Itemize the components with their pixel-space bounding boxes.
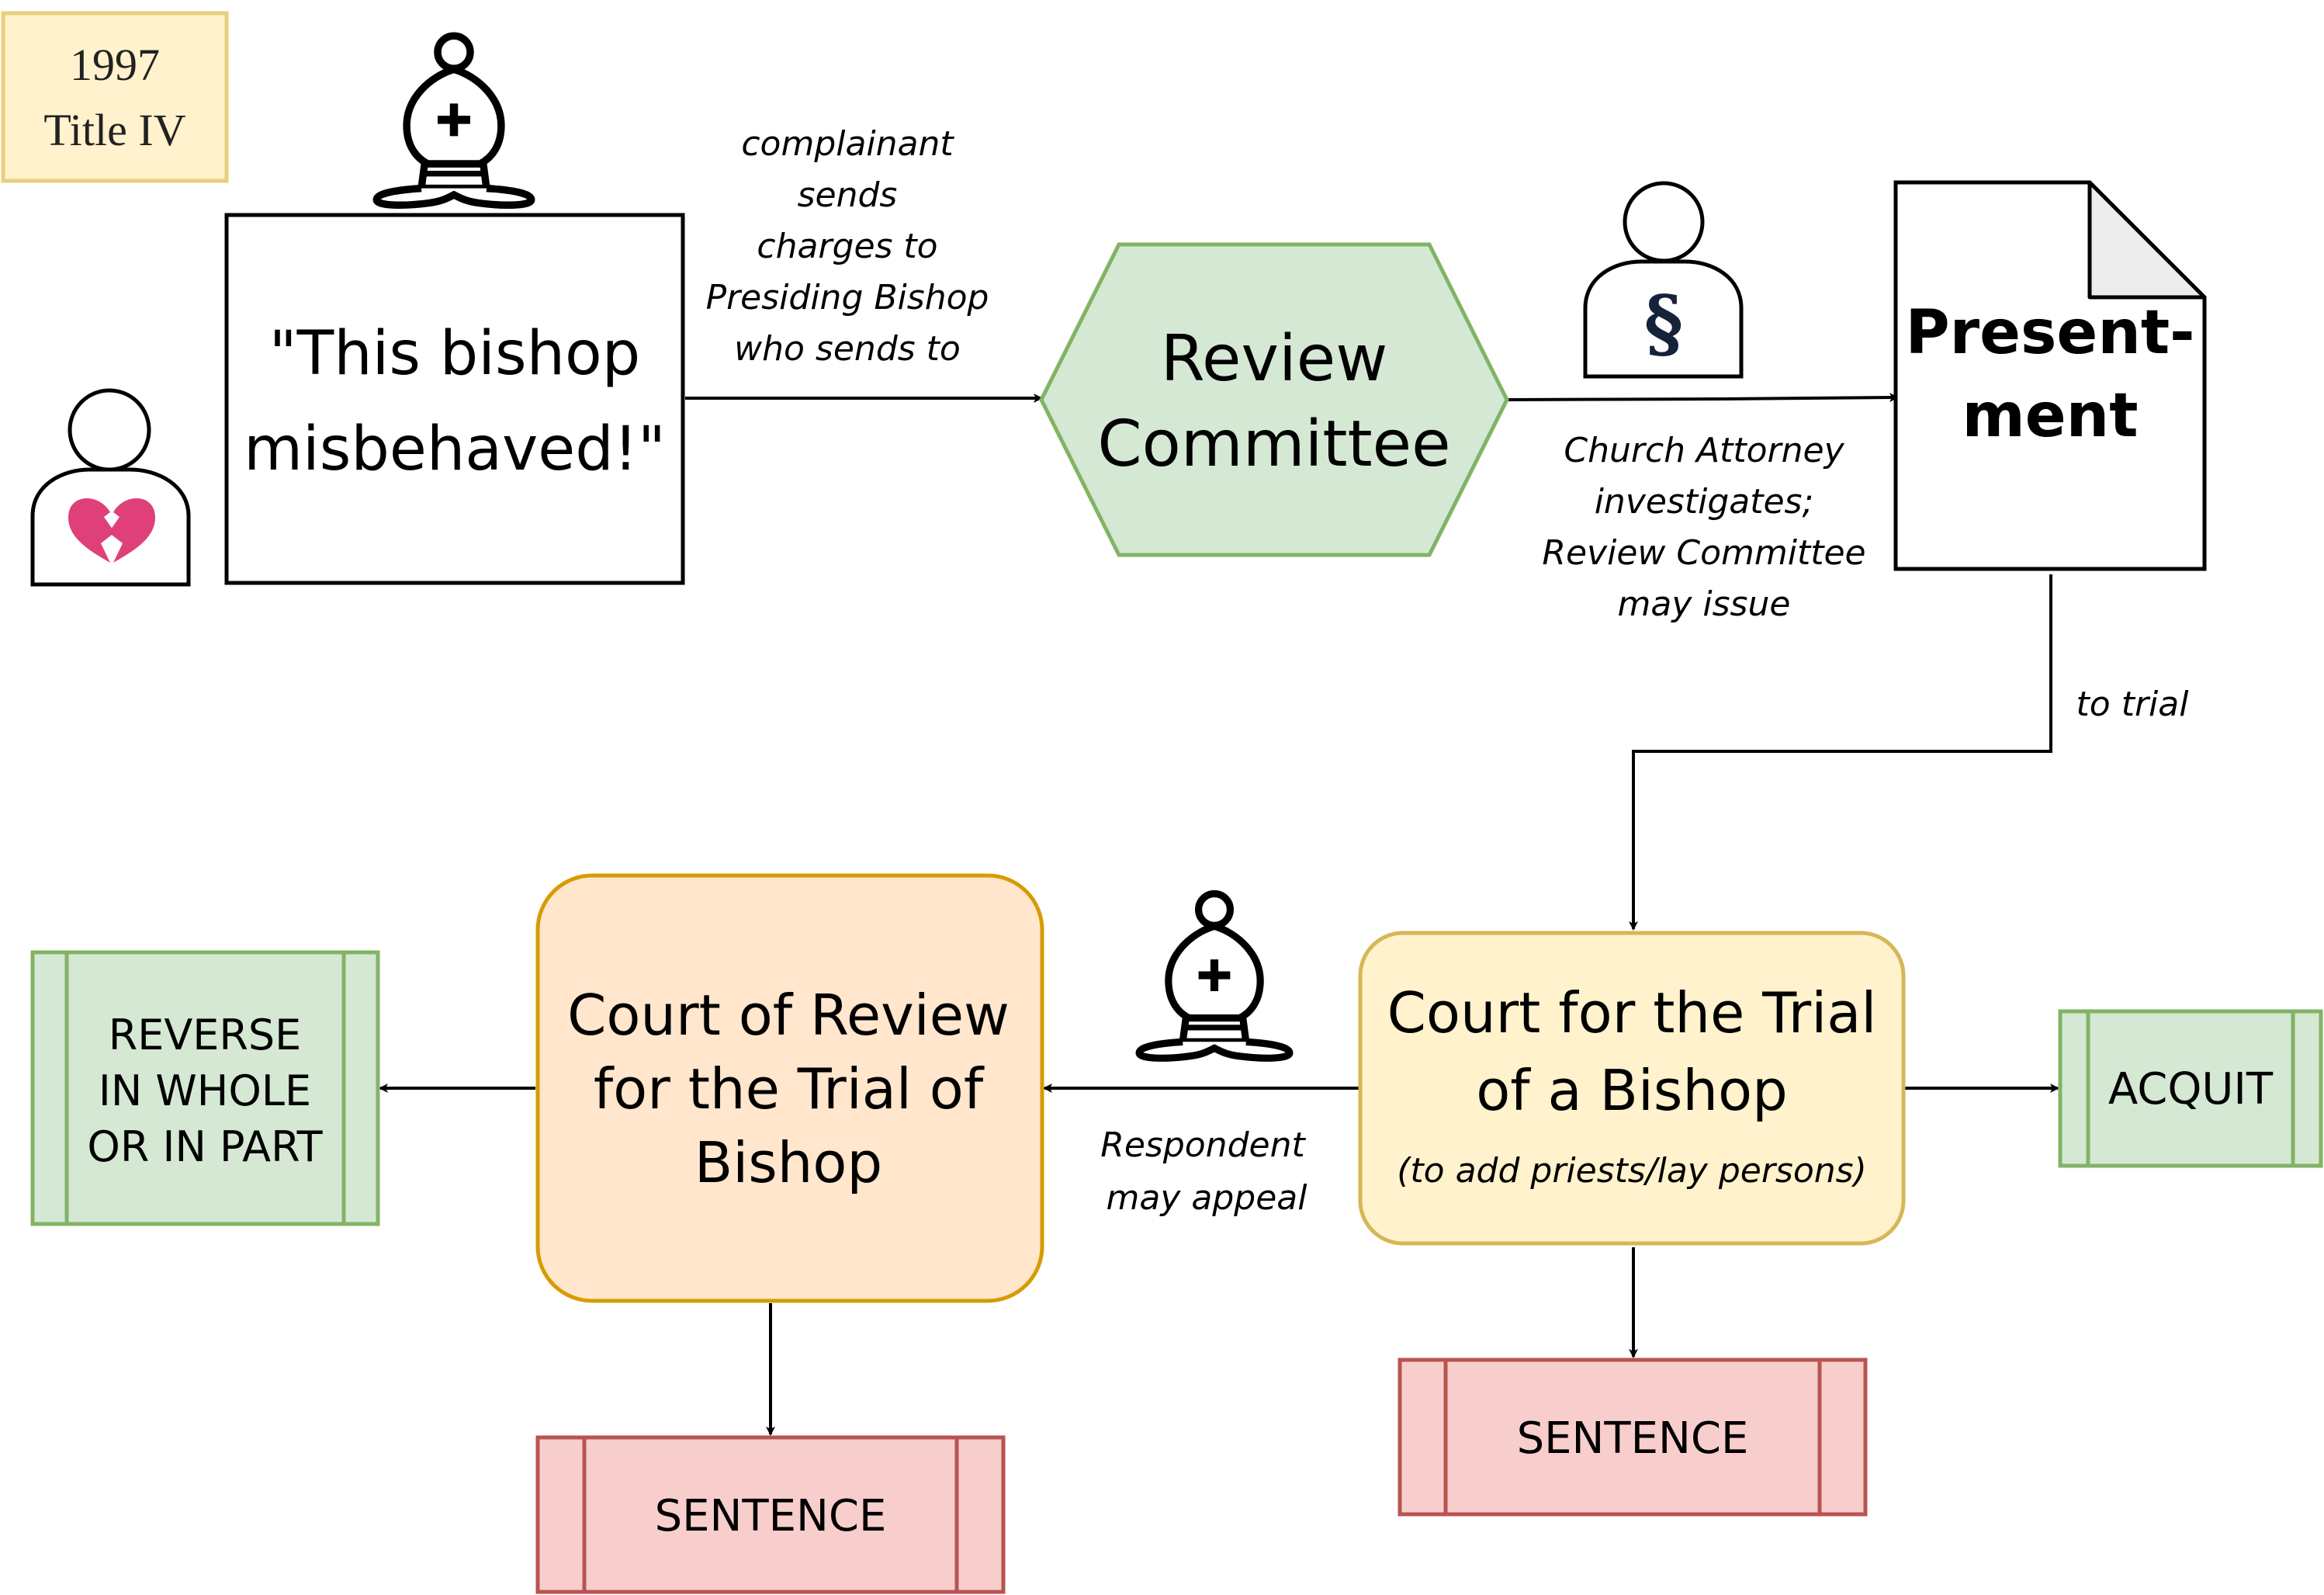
appellant-bishop-icon — [1139, 894, 1290, 1059]
church-attorney-person-icon: § — [1583, 181, 1744, 379]
reverse-line-2: IN WHOLE — [99, 1066, 311, 1115]
investigate-label-line-4: may issue — [1618, 584, 1791, 624]
acquit-label: ACQUIT — [2108, 1064, 2274, 1115]
sentence-trial-label: SENTENCE — [1517, 1413, 1749, 1464]
review-court-node: Court of Review for the Trial of Bishop — [535, 873, 1044, 1303]
review-committee-node: Review Committee — [1039, 242, 1509, 557]
sentence-review-label: SENTENCE — [655, 1491, 887, 1541]
reverse-box: REVERSE IN WHOLE OR IN PART — [30, 950, 380, 1226]
trial-court-node: Court for the Trial of a Bishop (to add … — [1358, 931, 1906, 1246]
complaint-label-line-5: who sends to — [734, 329, 961, 369]
badge-year: 1997 — [70, 40, 160, 90]
presentment-document: Present- ment — [1893, 180, 2207, 571]
bishop-icon — [376, 36, 532, 205]
quote-line-2: misbehaved!" — [244, 414, 666, 484]
presentment-line-2: ment — [1962, 381, 2139, 451]
complaint-label-line-3: charges to — [757, 227, 937, 266]
trial-court-line-2: of a Bishop — [1476, 1058, 1788, 1123]
appeal-label-line-2: may appeal — [1107, 1178, 1308, 1218]
trial-court-note: (to add priests/lay persons) — [1397, 1151, 1867, 1191]
complaint-label-line-4: Presiding Bishop — [706, 278, 989, 317]
appeal-edge-label: Respondent may appeal — [1100, 1125, 1307, 1218]
reverse-line-3: OR IN PART — [87, 1122, 323, 1171]
section-symbol-icon: § — [1644, 279, 1683, 367]
complaint-quote-box: "This bishop misbehaved!" — [224, 213, 685, 585]
appeal-label-line-1: Respondent — [1100, 1125, 1306, 1165]
review-court-line-3: Bishop — [694, 1130, 882, 1195]
investigate-label-line-1: Church Attorney — [1564, 431, 1844, 470]
investigate-label-line-3: Review Committee — [1542, 533, 1865, 573]
edge-presentment-to-trial — [1629, 574, 2052, 931]
trial-court-line-1: Court for the Trial — [1387, 980, 1877, 1045]
review-court-line-2: for the Trial of — [594, 1056, 985, 1122]
review-committee-line-1: Review — [1161, 322, 1388, 396]
presentment-line-1: Present- — [1905, 298, 2194, 368]
quote-line-1: "This bishop — [269, 319, 641, 389]
complainant-person-icon — [30, 388, 191, 587]
complaint-edge-label: complainant sends charges to Presiding B… — [706, 124, 989, 369]
broken-heart-icon — [68, 498, 155, 563]
reverse-line-1: REVERSE — [109, 1011, 302, 1059]
acquit-box: ACQUIT — [2058, 1009, 2323, 1168]
complaint-label-line-2: sends — [798, 175, 898, 215]
review-committee-line-2: Committee — [1097, 407, 1450, 481]
review-court-line-1: Court of Review — [567, 983, 1010, 1048]
badge-title: Title IV — [43, 105, 185, 155]
to-trial-label: to trial — [2076, 685, 2190, 724]
year-badge: 1997 Title IV — [1, 11, 229, 183]
sentence-review-box: SENTENCE — [535, 1435, 1006, 1594]
sentence-trial-box: SENTENCE — [1398, 1357, 1868, 1517]
edge-review-to-presentment — [1506, 393, 1899, 403]
complaint-label-line-1: complainant — [741, 124, 954, 164]
investigate-label-line-2: investigates; — [1595, 482, 1814, 522]
investigate-edge-label: Church Attorney investigates; Review Com… — [1542, 431, 1865, 624]
